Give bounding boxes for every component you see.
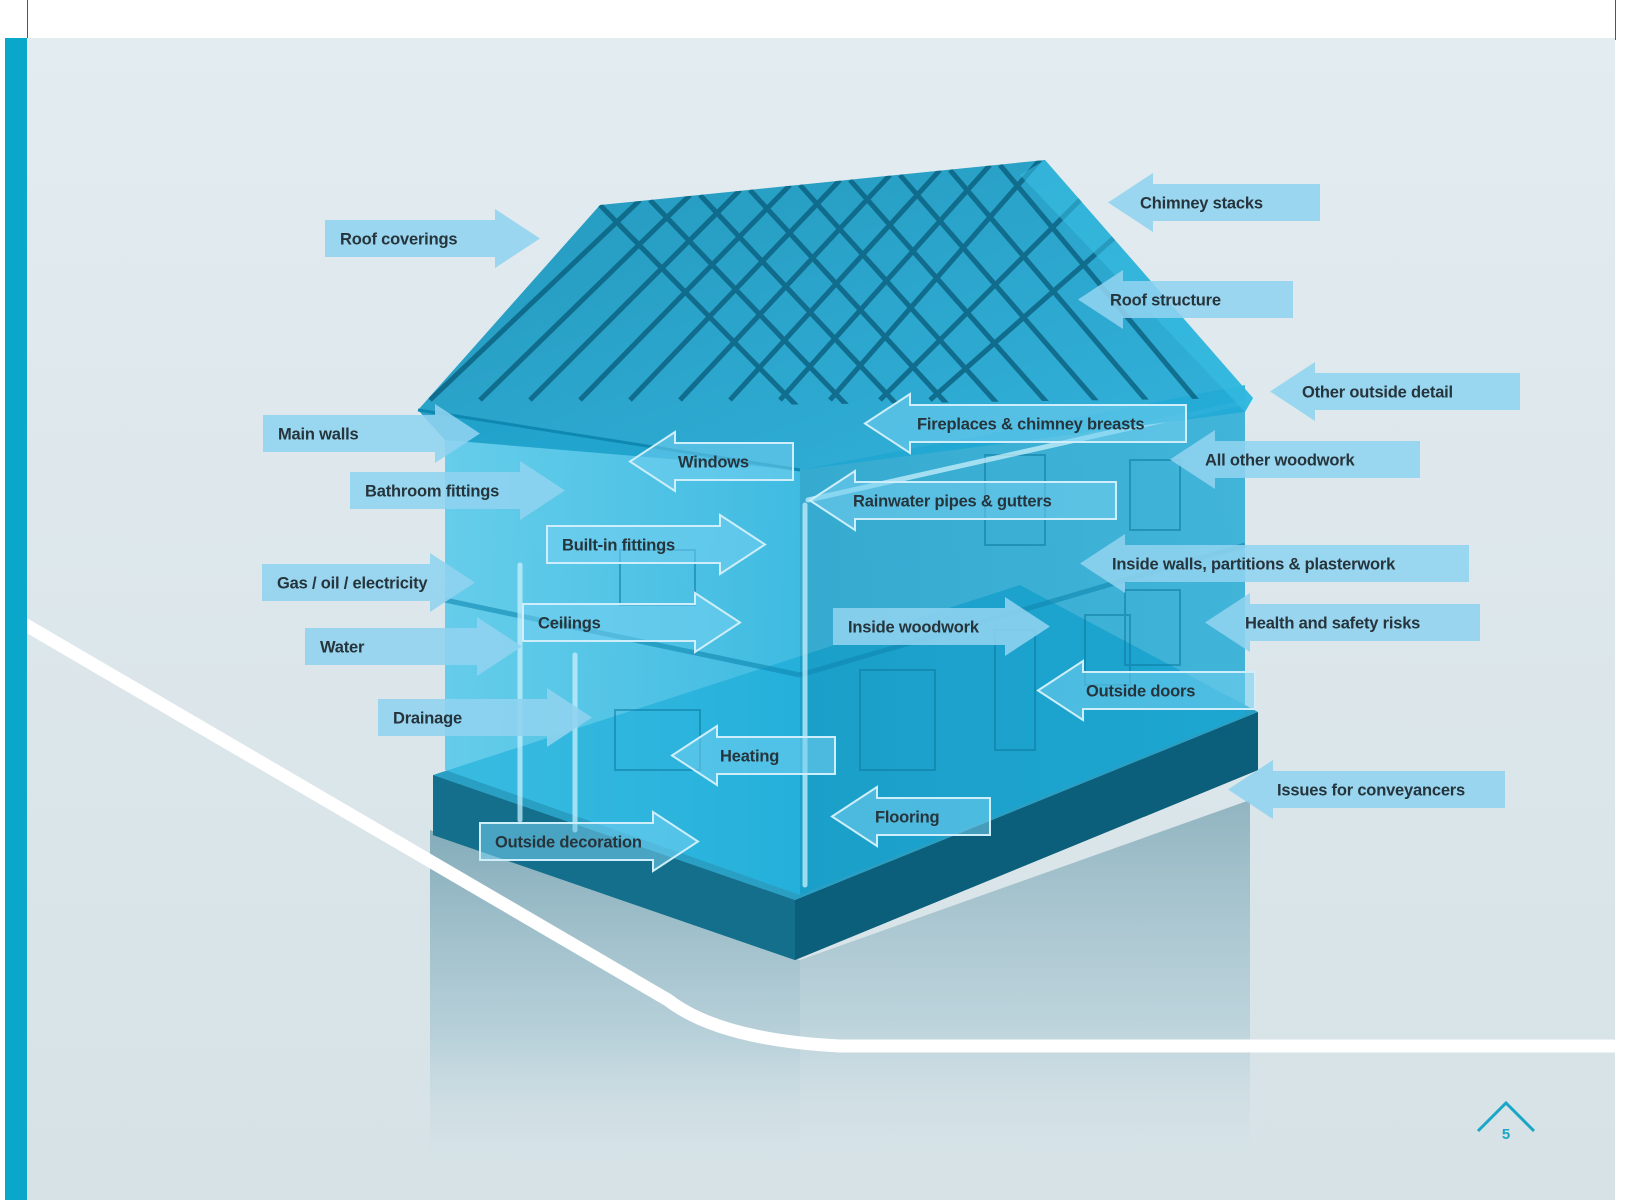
page-number: 5 — [1502, 1126, 1510, 1143]
label-issues-conveyancers: Issues for conveyancers — [1228, 760, 1505, 819]
label-text-fireplaces: Fireplaces & chimney breasts — [917, 416, 1144, 434]
label-text-windows: Windows — [678, 454, 749, 472]
label-text-gas-oil-electricity: Gas / oil / electricity — [277, 575, 428, 593]
label-ceilings: Ceilings — [522, 591, 742, 654]
label-heating: Heating — [670, 724, 836, 787]
label-water: Water — [305, 617, 522, 676]
arrow-right-icon — [546, 513, 767, 576]
arrow-left-icon — [808, 469, 1117, 532]
label-text-issues-conveyancers: Issues for conveyancers — [1277, 782, 1465, 800]
arrow-left-icon — [1036, 659, 1256, 722]
side-accent-bar — [5, 38, 27, 1200]
arrow-right-icon — [833, 597, 1050, 656]
label-rainwater: Rainwater pipes & gutters — [808, 469, 1117, 532]
label-roof-structure: Roof structure — [1078, 270, 1293, 329]
label-text-inside-walls: Inside walls, partitions & plasterwork — [1112, 556, 1396, 574]
label-gas-oil-electricity: Gas / oil / electricity — [262, 553, 475, 612]
crop-mark-top-right — [1615, 0, 1616, 40]
arrow-left-icon — [1078, 270, 1293, 329]
arrow-left-icon — [1270, 362, 1520, 421]
arrow-right-icon — [350, 461, 565, 520]
label-other-outside-detail: Other outside detail — [1270, 362, 1520, 421]
arrow-left-icon — [628, 430, 794, 493]
label-text-other-outside-detail: Other outside detail — [1302, 384, 1453, 402]
label-text-roof-coverings: Roof coverings — [340, 231, 457, 249]
arrow-right-icon — [522, 591, 742, 654]
label-bathroom-fittings: Bathroom fittings — [350, 461, 565, 520]
label-built-in-fittings: Built-in fittings — [546, 513, 767, 576]
label-health-safety: Health and safety risks — [1205, 593, 1480, 652]
label-roof-coverings: Roof coverings — [325, 209, 540, 268]
label-text-ceilings: Ceilings — [538, 615, 601, 633]
arrow-left-icon — [830, 785, 991, 848]
label-text-drainage: Drainage — [393, 710, 462, 728]
label-chimney-stacks: Chimney stacks — [1108, 173, 1320, 232]
label-main-walls: Main walls — [263, 404, 480, 463]
label-text-flooring: Flooring — [875, 809, 939, 827]
label-inside-walls: Inside walls, partitions & plasterwork — [1080, 534, 1469, 593]
swoosh-line — [0, 602, 1641, 1053]
label-drainage: Drainage — [378, 688, 592, 747]
label-windows: Windows — [628, 430, 794, 493]
label-text-health-safety: Health and safety risks — [1245, 615, 1420, 633]
label-text-bathroom-fittings: Bathroom fittings — [365, 483, 499, 501]
arrow-right-icon — [479, 810, 700, 873]
label-text-inside-woodwork: Inside woodwork — [848, 619, 980, 637]
label-flooring: Flooring — [830, 785, 991, 848]
arrow-right-icon — [305, 617, 522, 676]
label-fireplaces: Fireplaces & chimney breasts — [863, 392, 1187, 455]
label-text-rainwater: Rainwater pipes & gutters — [853, 493, 1052, 511]
label-inside-woodwork: Inside woodwork — [833, 597, 1050, 656]
arrow-right-icon — [263, 404, 480, 463]
arrow-right-icon — [262, 553, 475, 612]
crop-mark-top-left — [27, 0, 28, 40]
arrow-left-icon — [1228, 760, 1505, 819]
label-text-outside-decoration: Outside decoration — [495, 834, 642, 852]
label-text-water: Water — [320, 639, 365, 657]
label-text-main-walls: Main walls — [278, 426, 359, 444]
arrow-right-icon — [325, 209, 540, 268]
label-outside-decoration: Outside decoration — [479, 810, 700, 873]
arrow-left-icon — [1080, 534, 1469, 593]
label-text-heating: Heating — [720, 748, 779, 766]
label-text-outside-doors: Outside doors — [1086, 683, 1195, 701]
arrow-left-icon — [863, 392, 1187, 455]
label-all-other-woodwork: All other woodwork — [1170, 430, 1420, 489]
arrow-left-icon — [1108, 173, 1320, 232]
label-outside-doors: Outside doors — [1036, 659, 1256, 722]
label-text-chimney-stacks: Chimney stacks — [1140, 195, 1263, 213]
page-number-badge: 5 — [1476, 1100, 1536, 1143]
label-text-built-in-fittings: Built-in fittings — [562, 537, 675, 555]
arrow-left-icon — [670, 724, 836, 787]
arrow-right-icon — [378, 688, 592, 747]
chevron-up-icon — [1476, 1100, 1536, 1133]
label-text-roof-structure: Roof structure — [1110, 292, 1221, 310]
arrow-left-icon — [1205, 593, 1480, 652]
label-text-all-other-woodwork: All other woodwork — [1205, 452, 1356, 470]
arrow-left-icon — [1170, 430, 1420, 489]
